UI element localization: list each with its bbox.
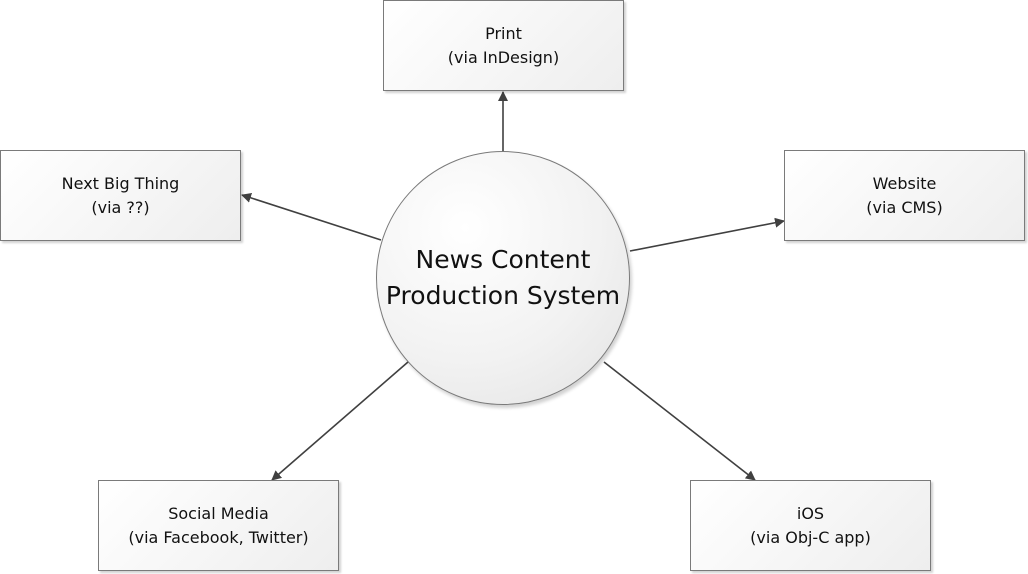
node-print: Print (via InDesign) — [383, 0, 624, 91]
arrow-to-website — [629, 217, 785, 252]
node-print-title: Print — [485, 23, 522, 43]
hub-label-line-2: Production System — [385, 281, 621, 310]
arrow-to-ios — [603, 361, 756, 481]
hub-node-news-content-production-system: News Content Production System — [376, 151, 630, 405]
arrow-to-social-media — [271, 361, 409, 481]
node-social-media-subtitle: (via Facebook, Twitter) — [128, 527, 309, 547]
node-ios: iOS (via Obj-C app) — [690, 480, 931, 571]
node-next-big-thing-subtitle: (via ??) — [91, 197, 150, 217]
node-website-title: Website — [872, 173, 937, 193]
hub-label-line-1: News Content — [415, 245, 591, 274]
node-ios-subtitle: (via Obj-C app) — [750, 527, 871, 547]
node-print-subtitle: (via InDesign) — [447, 47, 560, 67]
node-website-subtitle: (via CMS) — [866, 197, 943, 217]
node-social-media: Social Media (via Facebook, Twitter) — [98, 480, 339, 571]
node-next-big-thing-title: Next Big Thing — [61, 173, 180, 193]
node-social-media-title: Social Media — [168, 503, 269, 523]
node-next-big-thing: Next Big Thing (via ??) — [0, 150, 241, 241]
arrow-to-next-big-thing — [241, 193, 382, 241]
node-ios-title: iOS — [796, 503, 825, 523]
node-website: Website (via CMS) — [784, 150, 1025, 241]
